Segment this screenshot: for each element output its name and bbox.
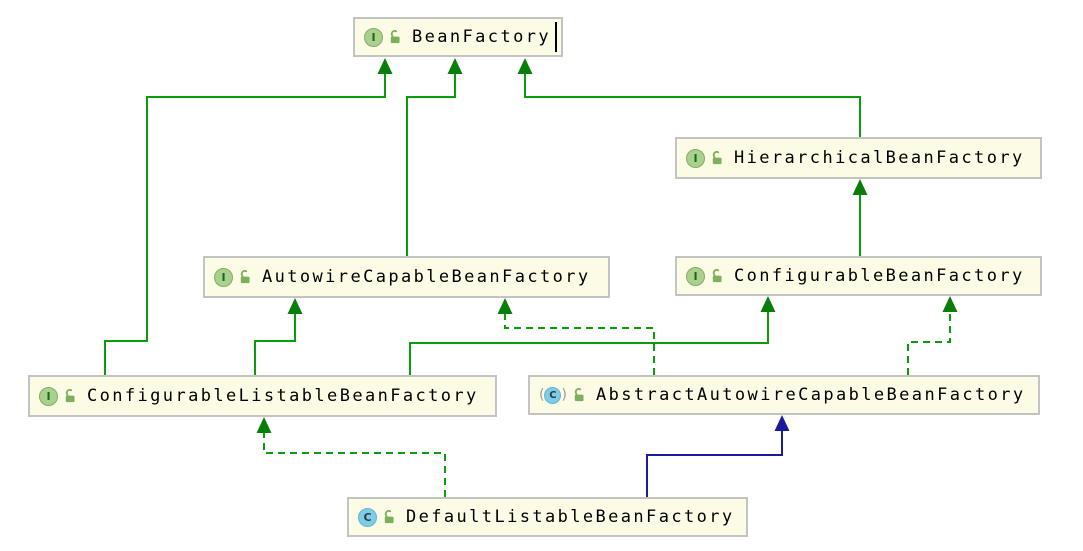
interface-icon: I: [214, 267, 233, 287]
class-icon: C: [358, 507, 377, 527]
node-label: DefaultListableBeanFactory: [406, 507, 735, 527]
arrowhead-ConfigurableListableBeanFactory-to-BeanFactory: [377, 58, 393, 74]
public-lock-icon: [240, 269, 250, 283]
public-lock-icon: [390, 29, 400, 43]
public-lock-icon: [574, 387, 584, 401]
interface-icon: I: [364, 27, 383, 47]
abstract-class-icon: (C): [539, 386, 567, 404]
edge-ConfigurableListableBeanFactory-to-AutowireCapableBeanFactory: [254, 313, 296, 375]
edge-HierarchicalBeanFactory-to-BeanFactory: [524, 73, 861, 137]
arrowhead-ConfigurableListableBeanFactory-to-AutowireCapableBeanFactory: [287, 298, 303, 314]
edge-AutowireCapableBeanFactory-to-BeanFactory: [406, 73, 456, 256]
node-label: ConfigurableListableBeanFactory: [87, 386, 479, 406]
node-AutowireCapableBeanFactory[interactable]: I AutowireCapableBeanFactory: [203, 256, 610, 298]
arrowhead-HierarchicalBeanFactory-to-BeanFactory: [517, 58, 533, 74]
arrowhead-DefaultListableBeanFactory-to-AbstractAutowireCapableBeanFactory: [774, 415, 790, 431]
interface-icon: I: [686, 266, 705, 286]
node-label: HierarchicalBeanFactory: [734, 148, 1025, 168]
node-BeanFactory[interactable]: I BeanFactory: [353, 17, 563, 57]
arrowhead-DefaultListableBeanFactory-to-ConfigurableListableBeanFactory: [256, 417, 272, 433]
arrowhead-ConfigurableBeanFactory-to-HierarchicalBeanFactory: [852, 179, 868, 195]
interface-icon: I: [686, 148, 705, 168]
node-label: AbstractAutowireCapableBeanFactory: [595, 385, 1026, 405]
edge-DefaultListableBeanFactory-to-AbstractAutowireCapableBeanFactory: [646, 430, 783, 497]
node-label: ConfigurableBeanFactory: [734, 266, 1025, 286]
public-lock-icon: [65, 388, 75, 402]
text-caret: [555, 22, 557, 52]
edge-DefaultListableBeanFactory-to-ConfigurableListableBeanFactory: [263, 432, 446, 497]
arrowhead-ConfigurableListableBeanFactory-to-ConfigurableBeanFactory: [760, 296, 776, 312]
interface-icon: I: [39, 386, 58, 406]
edge-AbstractAutowireCapableBeanFactory-to-AutowireCapableBeanFactory: [504, 313, 655, 375]
node-DefaultListableBeanFactory[interactable]: C DefaultListableBeanFactory: [347, 497, 748, 537]
edge-ConfigurableListableBeanFactory-to-BeanFactory: [104, 73, 386, 375]
arrowhead-AutowireCapableBeanFactory-to-BeanFactory: [447, 58, 463, 74]
node-label: AutowireCapableBeanFactory: [262, 267, 591, 287]
arrowhead-AbstractAutowireCapableBeanFactory-to-AutowireCapableBeanFactory: [497, 298, 513, 314]
arrowhead-AbstractAutowireCapableBeanFactory-to-ConfigurableBeanFactory: [942, 296, 958, 312]
edge-ConfigurableListableBeanFactory-to-ConfigurableBeanFactory: [409, 311, 769, 375]
node-ConfigurableBeanFactory[interactable]: I ConfigurableBeanFactory: [675, 256, 1042, 296]
edge-AbstractAutowireCapableBeanFactory-to-ConfigurableBeanFactory: [907, 311, 951, 375]
public-lock-icon: [712, 268, 722, 282]
public-lock-icon: [712, 150, 722, 164]
public-lock-icon: [384, 509, 394, 523]
node-AbstractAutowireCapableBeanFactory[interactable]: (C) AbstractAutowireCapableBeanFactory: [528, 375, 1040, 415]
node-HierarchicalBeanFactory[interactable]: I HierarchicalBeanFactory: [675, 137, 1042, 179]
node-ConfigurableListableBeanFactory[interactable]: I ConfigurableListableBeanFactory: [28, 375, 497, 417]
node-label: BeanFactory: [412, 27, 551, 47]
